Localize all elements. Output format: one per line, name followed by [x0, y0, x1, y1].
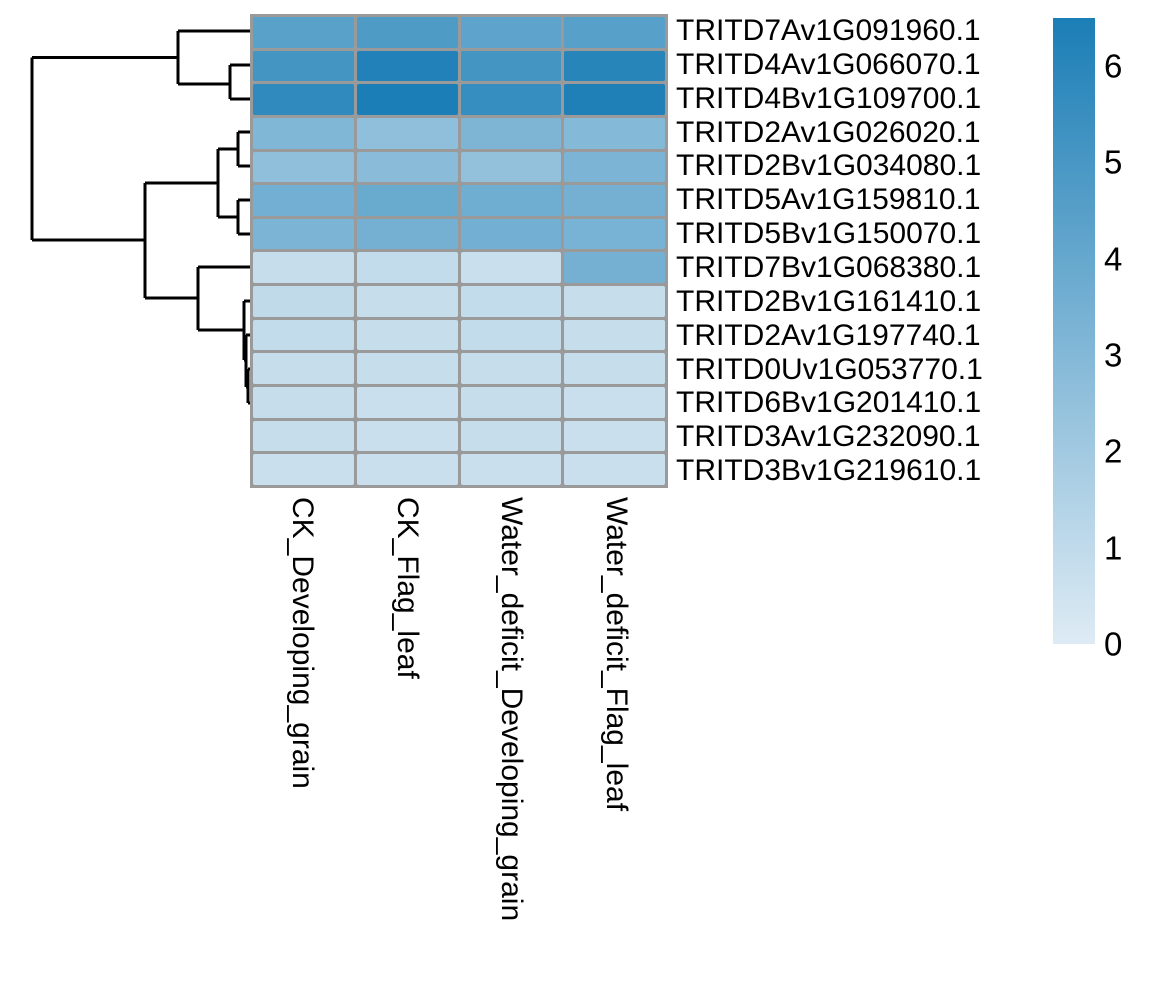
heatmap-cell: [253, 185, 354, 216]
heatmap-cell: [460, 117, 562, 149]
heatmap-cell: [564, 353, 665, 385]
heatmap-cell: [253, 454, 354, 485]
heatmap-cell: [253, 252, 354, 284]
heatmap-cell: [253, 218, 354, 250]
colorbar-gradient: [1053, 18, 1095, 644]
heatmap-cell: [460, 387, 562, 418]
heatmap-cell: [460, 319, 562, 351]
row-label: TRITD2Av1G197740.1: [676, 318, 981, 352]
column-label: Water_deficit_Developing_grain: [495, 497, 528, 922]
heatmap-cell: [460, 84, 562, 115]
colorbar-tick-label: 6: [1104, 47, 1123, 85]
heatmap-cell: [460, 185, 562, 216]
heatmap-cell: [460, 218, 562, 250]
heatmap-cell: [564, 286, 665, 317]
row-label: TRITD7Av1G091960.1: [676, 13, 981, 47]
row-label: TRITD3Bv1G219610.1: [676, 454, 982, 488]
heatmap-cell: [564, 218, 665, 250]
heatmap-cell: [253, 387, 354, 418]
row-label: TRITD4Bv1G109700.1: [676, 81, 982, 115]
heatmap-cell: [356, 84, 458, 115]
heatmap-cell: [564, 117, 665, 149]
row-label: TRITD5Bv1G150070.1: [676, 217, 982, 251]
heatmap-cell: [356, 218, 458, 250]
heatmap-cell: [356, 50, 458, 82]
colorbar-tick-label: 0: [1104, 625, 1123, 663]
row-label: TRITD2Bv1G161410.1: [676, 284, 982, 318]
heatmap-cell: [253, 84, 354, 115]
heatmap-cell: [564, 387, 665, 418]
column-label: Water_deficit_Flag_leaf: [599, 497, 633, 812]
heatmap-cell: [253, 353, 354, 385]
row-dendrogram: [30, 29, 252, 405]
colorbar-tick-label: 1: [1104, 529, 1123, 567]
row-label: TRITD0Uv1G053770.1: [676, 352, 983, 386]
heatmap-cell: [356, 117, 458, 149]
heatmap-cell: [356, 319, 458, 351]
row-label: TRITD6Bv1G201410.1: [676, 386, 982, 420]
row-label: TRITD3Av1G232090.1: [676, 420, 981, 454]
heatmap-cell: [356, 286, 458, 317]
colorbar-tick-label: 2: [1104, 432, 1123, 470]
heatmap-cell: [253, 286, 354, 317]
heatmap-cell: [356, 420, 458, 452]
heatmap-cell: [564, 252, 665, 284]
heatmap-cell: [253, 319, 354, 351]
heatmap-cell: [564, 420, 665, 452]
heatmap-cell: [564, 50, 665, 82]
heatmap-cell: [460, 50, 562, 82]
heatmap-cell: [564, 454, 665, 485]
colorbar-tick-label: 5: [1104, 143, 1123, 181]
heatmap-cell: [564, 84, 665, 115]
heatmap-cell: [356, 387, 458, 418]
heatmap-cell: [253, 420, 354, 452]
heatmap-cell: [564, 319, 665, 351]
row-label: TRITD4Av1G066070.1: [676, 47, 981, 81]
heatmap-cell: [460, 151, 562, 183]
heatmap-cell: [356, 185, 458, 216]
heatmap-cell: [460, 17, 562, 48]
heatmap-cell: [253, 17, 354, 48]
column-label: CK_Developing_grain: [286, 497, 319, 789]
heatmap-cell: [356, 454, 458, 485]
heatmap-cell: [460, 454, 562, 485]
heatmap-cell: [460, 353, 562, 385]
heatmap-cell: [460, 252, 562, 284]
column-label: CK_Flag_leaf: [390, 497, 424, 679]
row-label: TRITD2Bv1G034080.1: [676, 149, 982, 183]
heatmap-grid: [250, 14, 668, 488]
row-label: TRITD5Av1G159810.1: [676, 183, 981, 217]
heatmap-cell: [253, 151, 354, 183]
heatmap-cell: [356, 17, 458, 48]
heatmap-cell: [460, 420, 562, 452]
heatmap-cell: [253, 117, 354, 149]
heatmap-cell: [460, 286, 562, 317]
heatmap-cell: [356, 151, 458, 183]
row-label: TRITD7Bv1G068380.1: [676, 250, 982, 284]
heatmap-cell: [356, 353, 458, 385]
heatmap-cell: [253, 50, 354, 82]
colorbar-tick-label: 3: [1104, 336, 1123, 374]
heatmap-cell: [564, 17, 665, 48]
colorbar-tick-label: 4: [1104, 240, 1123, 278]
heatmap-cell: [564, 151, 665, 183]
heatmap-cell: [356, 252, 458, 284]
row-label: TRITD2Av1G026020.1: [676, 115, 981, 149]
heatmap-cell: [564, 185, 665, 216]
